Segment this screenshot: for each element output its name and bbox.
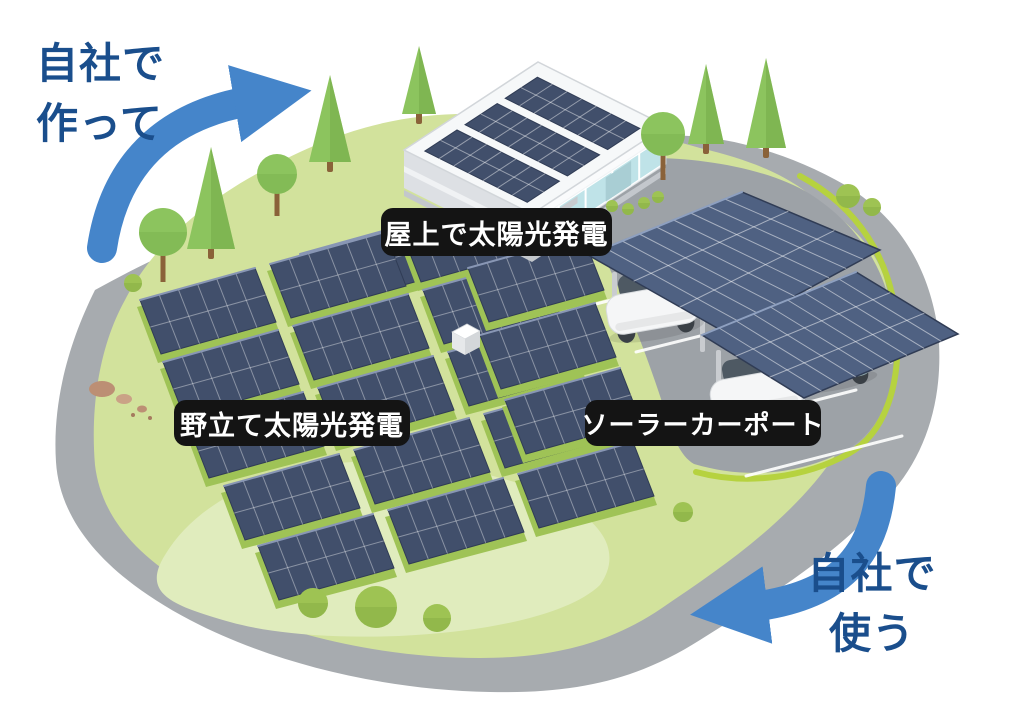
label-self-consume-line2: 使う (828, 609, 915, 657)
grass-field (93, 113, 889, 659)
label-self-consume: 自社で 使う (804, 544, 940, 663)
inverter-box (451, 323, 481, 355)
label-rooftop-solar: 屋上で太陽光発電 (381, 208, 612, 256)
label-solar-carport: ソーラーカーポート (582, 400, 824, 446)
car (784, 322, 878, 394)
label-self-generate-line1: 自社で (36, 40, 166, 87)
label-self-generate: 自社で 作って (36, 34, 165, 153)
trees-east (641, 58, 881, 216)
rocks (89, 381, 152, 420)
car (605, 267, 704, 343)
bushes (298, 502, 693, 632)
label-self-consume-line1: 自社で (807, 550, 937, 597)
label-ground-solar: 野立て太陽光発電 (174, 400, 410, 446)
label-self-generate-line2: 作って (36, 99, 163, 147)
car (678, 242, 772, 314)
solar-carports (586, 191, 960, 428)
